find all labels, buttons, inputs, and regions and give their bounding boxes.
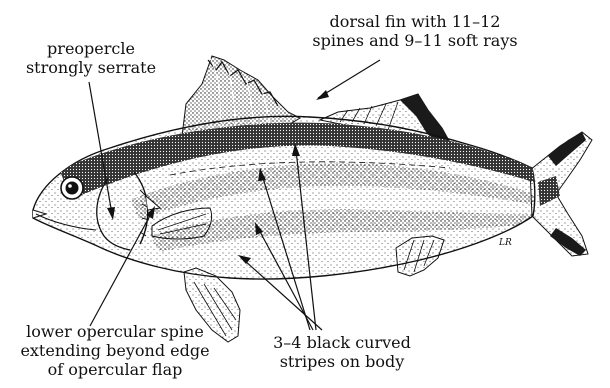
- label-dorsal-fin-line2: spines and 9–11 soft rays: [300, 31, 530, 50]
- eye: [61, 177, 83, 199]
- label-dorsal-fin-line1: dorsal fin with 11–12: [300, 12, 530, 31]
- label-opercular-spine: lower opercular spine extending beyond e…: [2, 322, 228, 379]
- label-preopercle-line1: preopercle: [16, 39, 166, 58]
- artist-signature: LR: [498, 238, 512, 248]
- label-opercular-spine-line3: of opercular flap: [2, 360, 228, 379]
- label-stripes: 3–4 black curved stripes on body: [268, 333, 416, 371]
- caudal-fin: [530, 132, 592, 256]
- label-preopercle: preopercle strongly serrate: [16, 39, 166, 77]
- label-stripes-line1: 3–4 black curved: [268, 333, 416, 352]
- leader-dorsal: [318, 60, 380, 98]
- arrowhead-dorsal: [316, 90, 329, 100]
- label-preopercle-line2: strongly serrate: [16, 58, 166, 77]
- label-dorsal-fin: dorsal fin with 11–12 spines and 9–11 so…: [300, 12, 530, 50]
- label-opercular-spine-line2: extending beyond edge: [2, 341, 228, 360]
- label-opercular-spine-line1: lower opercular spine: [2, 322, 228, 341]
- label-stripes-line2: stripes on body: [268, 352, 416, 371]
